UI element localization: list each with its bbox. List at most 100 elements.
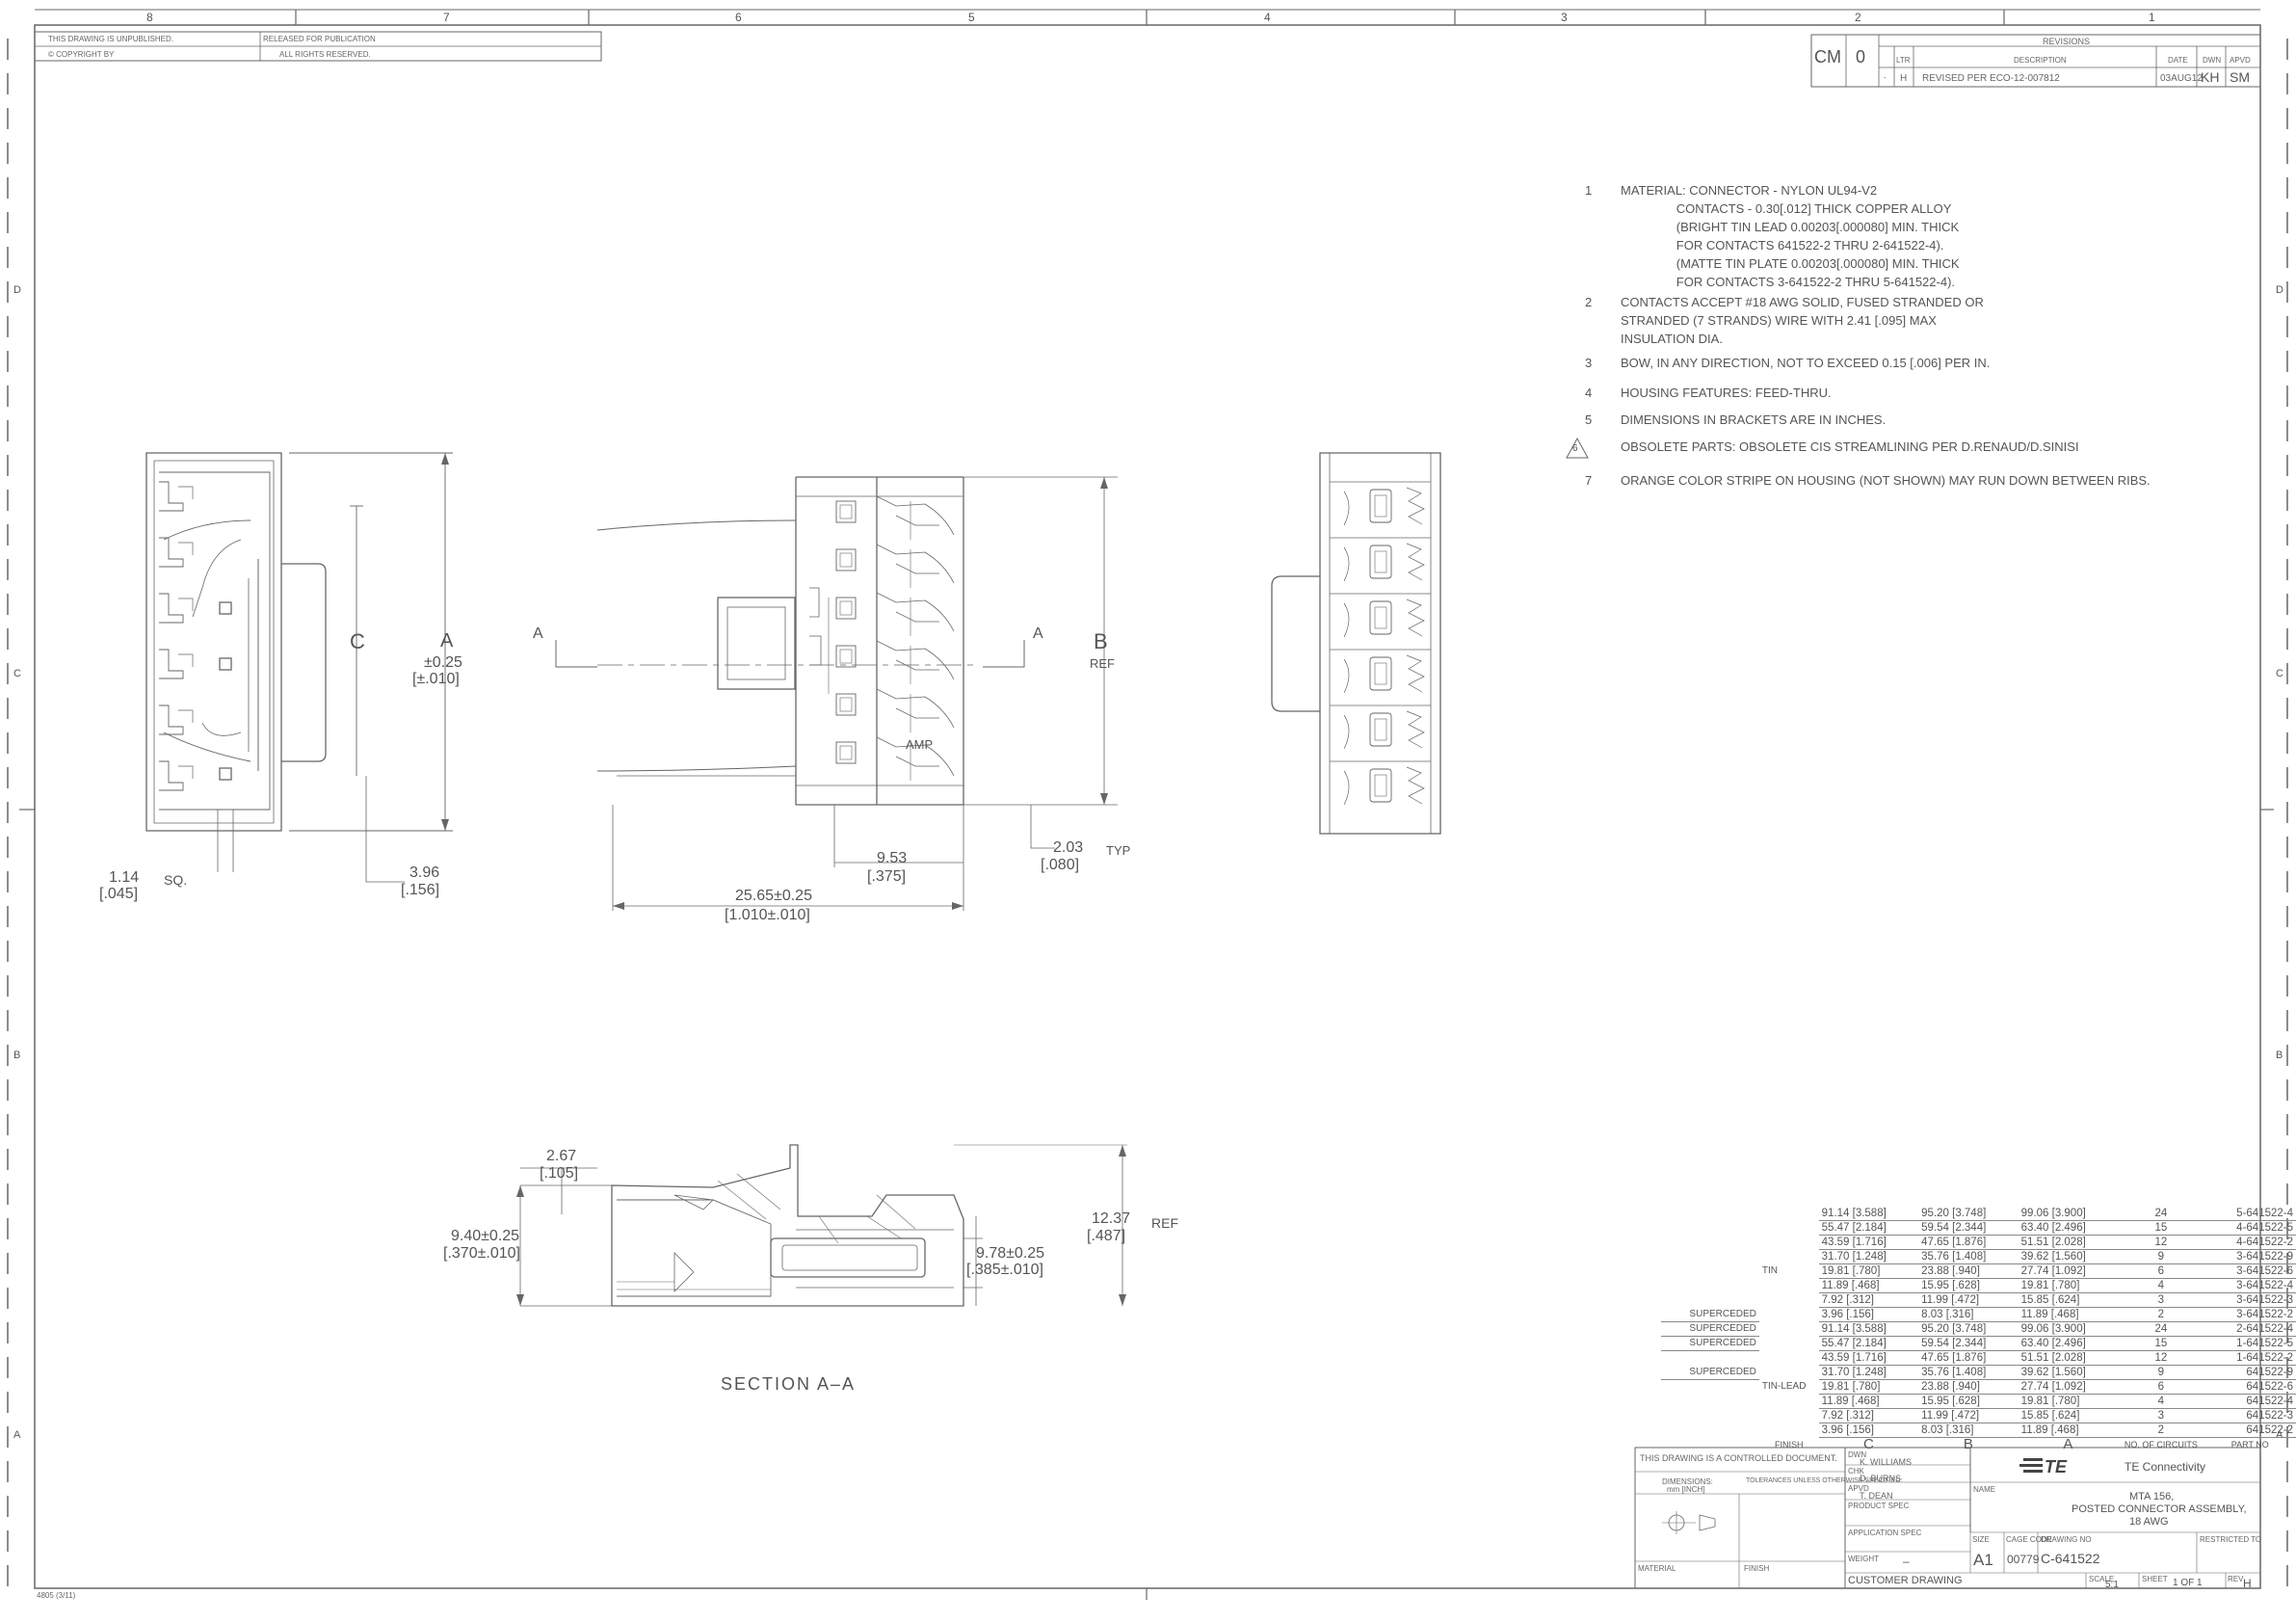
drawing-border <box>34 24 2261 1589</box>
zone-number: 8 <box>146 11 153 24</box>
dim-203-mm: 2.03 <box>1053 839 1084 856</box>
te-logo-text: TE <box>2045 1457 2068 1476</box>
table-cell-n: 6 <box>2118 1263 2204 1279</box>
table-cell-a: 39.62 [1.560] <box>2018 1365 2119 1380</box>
form-number: 4805 (3/11) <box>37 1591 76 1600</box>
table-cell-n: 12 <box>2118 1235 2204 1250</box>
finish-label-tb: FINISH <box>1744 1564 1770 1573</box>
note-text: OBSOLETE PARTS: OBSOLETE CIS STREAMLININ… <box>1621 439 2079 454</box>
zone-number: 4 <box>1264 11 1271 24</box>
table-cell-b: 15.95 [.628] <box>1918 1278 2019 1293</box>
name-label: NAME <box>1973 1485 1996 1494</box>
table-cell-b: 11.99 [.472] <box>1918 1408 2019 1423</box>
table-cell-sup <box>1661 1264 1759 1279</box>
rev-zone: - <box>1884 73 1887 82</box>
zone-number: 3 <box>1561 11 1568 24</box>
header-copyright: © COPYRIGHT BY <box>48 50 115 59</box>
table-cell-sup: SUPERCEDED <box>1661 1336 1759 1351</box>
dim-1237-ref: REF <box>1151 1215 1178 1231</box>
dwn-name: K. WILLIAMS <box>1860 1457 1913 1467</box>
note-text: MATERIAL: CONNECTOR - NYLON UL94-V2 CONT… <box>1621 183 1960 289</box>
dim-c-label: C <box>350 629 365 653</box>
weight-value: – <box>1903 1555 1910 1568</box>
table-cell-sup <box>1661 1380 1759 1395</box>
appvd-name: T. DEAN <box>1860 1491 1893 1501</box>
dim-953-in: [.375] <box>867 868 907 885</box>
table-cell-c: 31.70 [1.248] <box>1818 1249 1919 1264</box>
dim-1237-in: [.487] <box>1087 1228 1126 1244</box>
chk-name: D. BURNS <box>1860 1474 1902 1483</box>
table-cell-sup <box>1661 1250 1759 1264</box>
note-number: 6 <box>1572 443 1578 454</box>
table-cell-sup <box>1661 1395 1759 1409</box>
rev-desc: REVISED PER ECO-12-007812 <box>1922 73 2060 84</box>
table-cell-a: 63.40 [2.496] <box>2018 1336 2119 1351</box>
zone-number: 2 <box>1855 11 1861 24</box>
cage-label: CAGE CODE <box>2006 1535 2053 1544</box>
table-cell-n: 15 <box>2118 1336 2204 1351</box>
amp-mark: AMP <box>906 737 934 752</box>
revisions-title: REVISIONS <box>2043 37 2091 46</box>
header-rights: ALL RIGHTS RESERVED. <box>279 50 371 59</box>
table-cell-a: 19.81 [.780] <box>2018 1278 2119 1293</box>
zone-number: 1 <box>2149 11 2155 24</box>
header-unpublished: THIS DRAWING IS UNPUBLISHED. <box>48 35 173 43</box>
scale-value: 5:1 <box>2105 1580 2119 1590</box>
customer-drawing: CUSTOMER DRAWING <box>1848 1575 1963 1586</box>
table-cell-n: 9 <box>2118 1365 2204 1380</box>
section-title: SECTION A–A <box>721 1374 857 1394</box>
table-cell-a: 27.74 [1.092] <box>2018 1379 2119 1395</box>
table-cell-a: 99.06 [3.900] <box>2018 1321 2119 1337</box>
header-released: RELEASED FOR PUBLICATION <box>263 35 376 43</box>
table-row: 31.70 [1.248]35.76 [1.408]39.62 [1.560]9… <box>1661 1249 2296 1264</box>
chk-label: CHK <box>1848 1467 1864 1476</box>
table-row: 91.14 [3.588]95.20 [3.748]99.06 [3.900]2… <box>1661 1207 2296 1221</box>
appvd-label: APVD <box>1848 1484 1869 1493</box>
dimensions-label: DIMENSIONS: <box>1662 1477 1713 1486</box>
dim-a-tol-in: [±.010] <box>412 671 460 687</box>
table-cell-pn: 5-641522-4 <box>2204 1207 2296 1221</box>
drawing-number: C-641522 <box>2041 1551 2100 1566</box>
rev-value-tb: H <box>2243 1577 2252 1590</box>
drawing-no-label: DRAWING NO <box>2041 1535 2092 1544</box>
lang-code: 0 <box>1856 47 1866 66</box>
table-cell-b: 95.20 [3.748] <box>1918 1207 2019 1221</box>
rev-header-dwn: DWN <box>2203 56 2222 65</box>
zone-letter: C <box>2276 668 2283 679</box>
note-number: 1 <box>1585 183 1593 198</box>
table-cell-sup <box>1661 1293 1759 1308</box>
dim-940-in: [.370±.010] <box>443 1245 520 1262</box>
end-view-right <box>1271 452 1441 835</box>
rev-header-apvd: APVD <box>2230 56 2251 65</box>
dim-978-mm: 9.78±0.25 <box>976 1245 1045 1262</box>
table-cell-sup <box>1661 1207 1759 1221</box>
table-cell-a: 15.85 [.624] <box>2018 1292 2119 1308</box>
dim-sq-in: [.045] <box>99 886 139 902</box>
table-cell-pn: 4-641522-2 <box>2204 1235 2296 1250</box>
dim-length-in: [1.010±.010] <box>725 907 810 923</box>
zone-letter: A <box>13 1429 21 1441</box>
table-cell-a: 51.51 [2.028] <box>2018 1350 2119 1366</box>
tolerances-label: TOLERANCES UNLESS OTHERWISE SPECIFIED: <box>1746 1477 1903 1484</box>
size-value: A1 <box>1973 1551 1993 1569</box>
table-cell-sup <box>1661 1279 1759 1293</box>
title-line-2: POSTED CONNECTOR ASSEMBLY, <box>2072 1503 2247 1515</box>
table-cell-b: 15.95 [.628] <box>1918 1394 2019 1409</box>
table-cell-a: 11.89 [.468] <box>2018 1423 2119 1438</box>
table-cell-side <box>1759 1337 1819 1351</box>
table-cell-a: 99.06 [3.900] <box>2018 1207 2119 1221</box>
table-cell-b: 47.65 [1.876] <box>1918 1235 2019 1250</box>
zone-number: 5 <box>968 11 975 24</box>
table-footer-c: C <box>1862 1436 1874 1452</box>
table-cell-b: 11.99 [.472] <box>1918 1292 2019 1308</box>
zone-number: 7 <box>443 11 450 24</box>
